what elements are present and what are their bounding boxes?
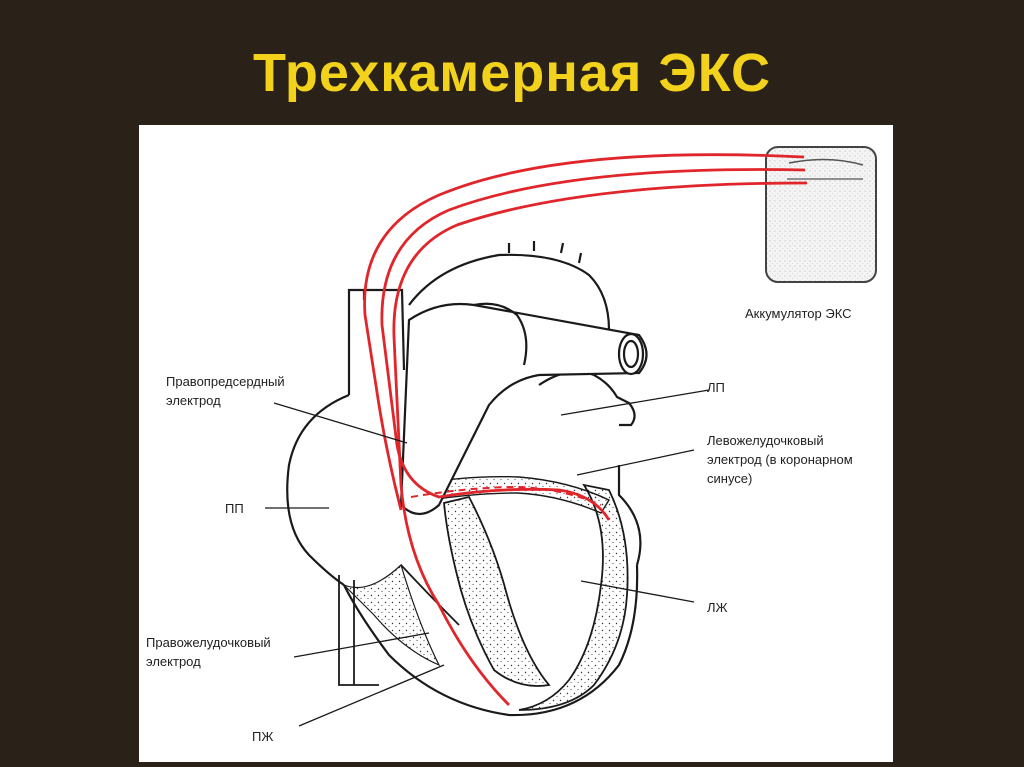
label-ra-electrode: Правопредсердный электрод — [166, 374, 285, 408]
myocardium — [343, 483, 629, 711]
label-pacemaker-battery: Аккумулятор ЭКС — [745, 306, 852, 321]
label-right-atrium: ПП — [225, 501, 244, 516]
label-right-ventricle: ПЖ — [252, 729, 274, 744]
heart-diagram-panel: Аккумулятор ЭКС ЛП Левожелудочковый элек… — [139, 125, 893, 762]
septum — [338, 564, 460, 686]
label-rv-electrode: Правожелудочковый электрод — [146, 635, 271, 669]
pacemaker-battery — [765, 146, 877, 283]
heart-diagram — [265, 146, 877, 727]
lead-right-atrial — [363, 153, 805, 511]
great-vessels — [399, 302, 648, 516]
label-lv-electrode: Левожелудочковый электрод (в коронарном … — [707, 433, 853, 486]
label-left-ventricle: ЛЖ — [707, 600, 728, 615]
coronary-sinus — [408, 475, 611, 514]
leader-lines — [265, 389, 710, 727]
lead-lv-dashed-segment — [410, 485, 602, 506]
label-left-atrium: ЛП — [707, 380, 725, 395]
lead-right-ventricular — [392, 181, 808, 706]
slide-title: Трехкамерная ЭКС — [252, 43, 772, 103]
